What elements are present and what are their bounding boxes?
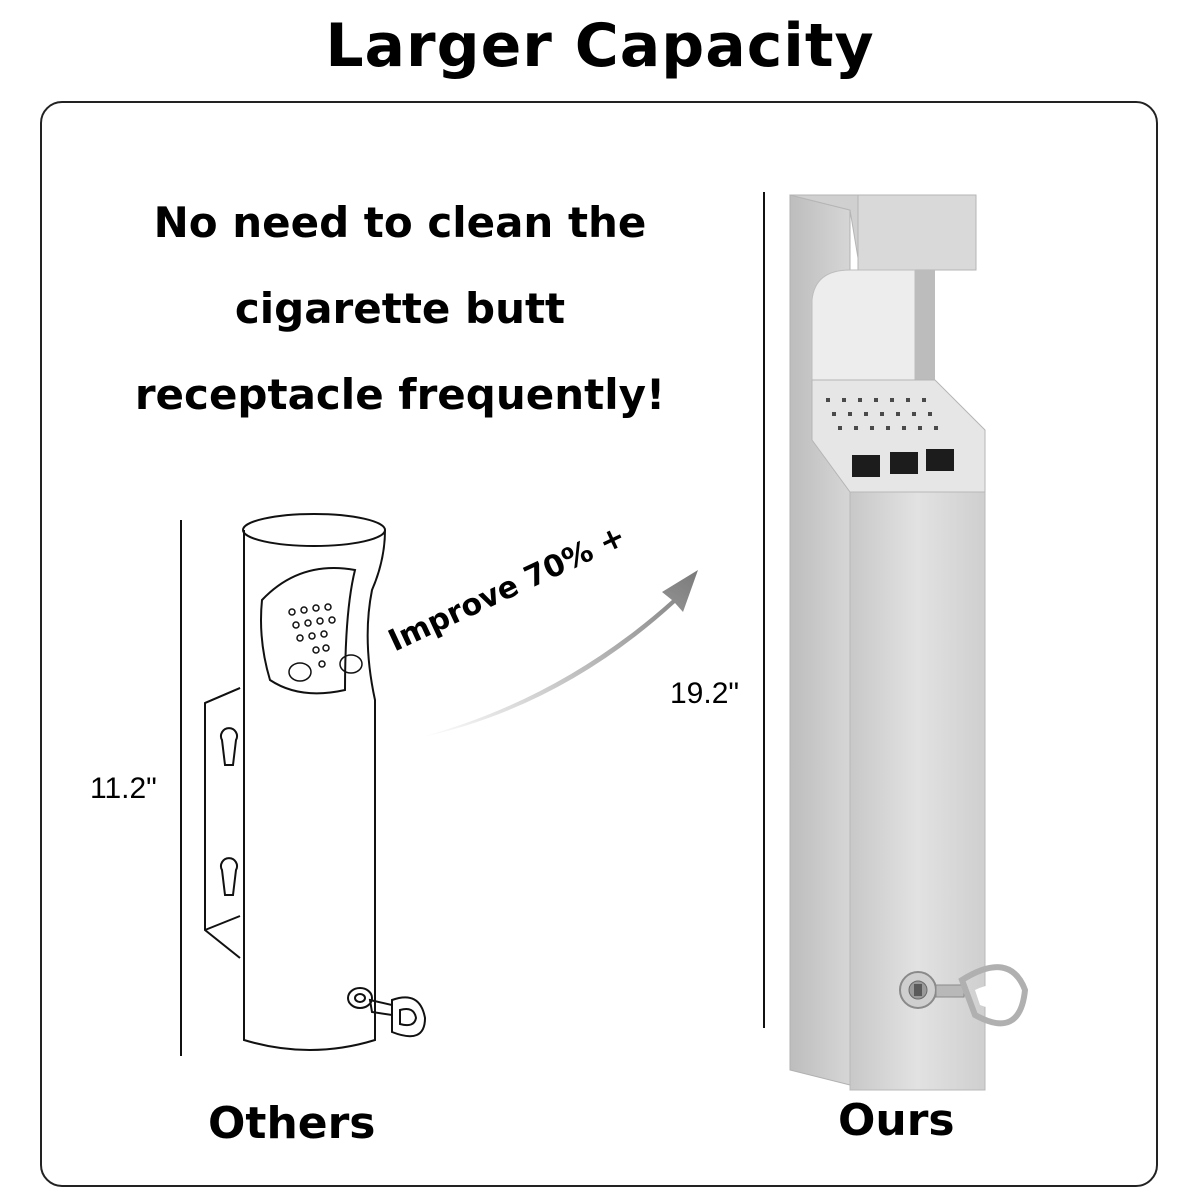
- ours-lock-and-key: [899, 964, 1029, 1027]
- others-lock-and-key: [347, 987, 427, 1038]
- others-cylinder-top: [242, 513, 386, 547]
- others-ash-recess: [260, 567, 357, 695]
- headline-line-2: cigarette butt: [234, 284, 566, 333]
- page-title: Larger Capacity: [325, 11, 875, 81]
- others-keyhole-top: [220, 727, 238, 766]
- ours-height-label: 19.2": [670, 677, 740, 710]
- headline-line-1: No need to clean the: [153, 198, 647, 247]
- headline-line-3: receptacle frequently!: [134, 370, 666, 419]
- others-receptacle-drawing: [180, 513, 427, 1056]
- content-frame: [40, 101, 1158, 1187]
- others-caption: Others: [208, 1098, 376, 1149]
- others-ash-holes: [288, 603, 363, 682]
- others-cylinder-body: [243, 529, 386, 1051]
- ours-butt-slots: [852, 449, 954, 477]
- ours-caption: Ours: [838, 1095, 955, 1146]
- headline: No need to clean the cigarette butt rece…: [100, 180, 700, 438]
- others-height-label: 11.2": [90, 772, 157, 805]
- others-keyhole-bottom: [220, 857, 238, 896]
- ours-receptacle: [763, 192, 1029, 1091]
- ours-ash-holes: [826, 398, 938, 430]
